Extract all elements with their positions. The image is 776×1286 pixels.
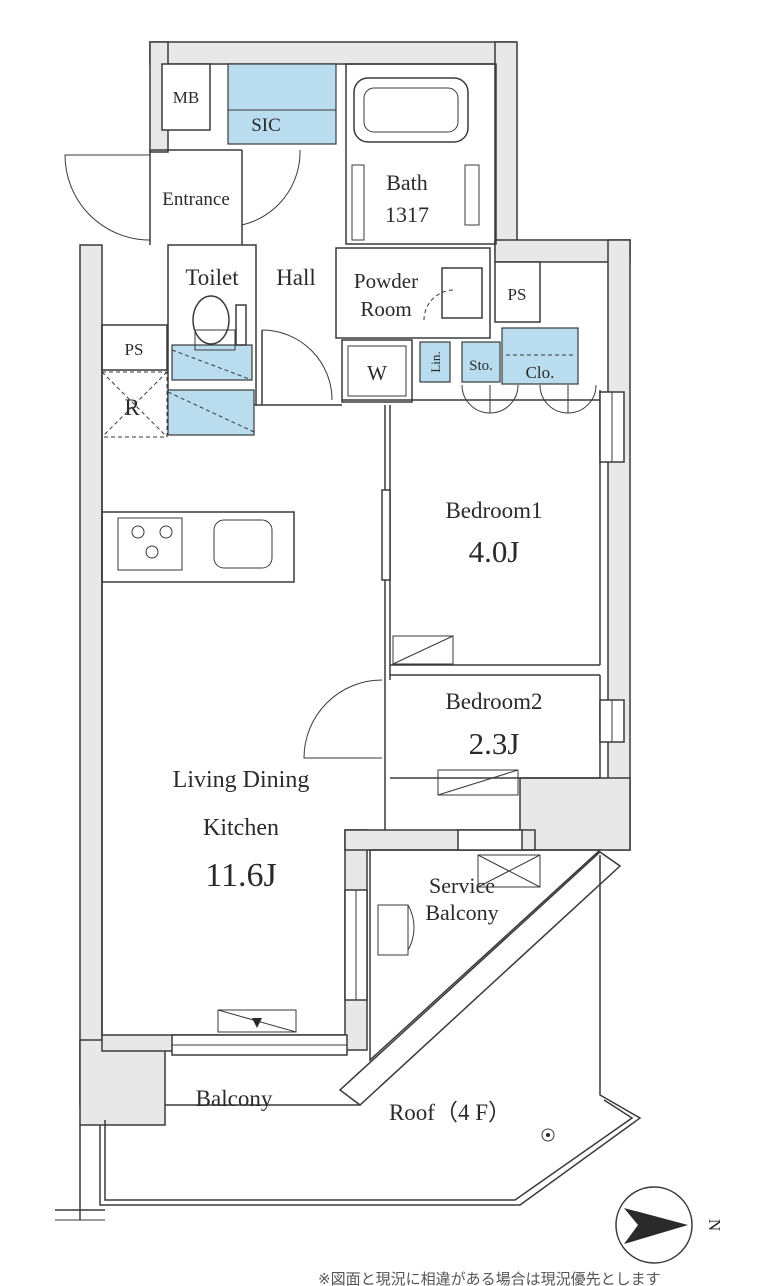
label-bedroom2-size: 2.3J — [469, 726, 520, 761]
ps-upper-box — [494, 261, 541, 323]
powder-room — [335, 247, 491, 339]
sto-closet — [461, 341, 501, 383]
label-bedroom1: Bedroom1 — [445, 498, 542, 523]
label-bath: Bath — [386, 170, 428, 195]
label-bedroom2: Bedroom2 — [445, 689, 542, 714]
label-bath-size: 1317 — [385, 202, 429, 227]
label-service-balcony-2: Balcony — [425, 900, 498, 925]
label-sic: SIC — [251, 115, 281, 136]
label-sto: Sto. — [469, 358, 493, 374]
w-closet — [341, 339, 413, 403]
toilet-area — [167, 244, 333, 406]
bathtub — [345, 63, 497, 245]
entrance-door — [64, 149, 301, 245]
upper-utility — [161, 63, 337, 145]
label-ldk-size: 11.6J — [205, 857, 276, 894]
label-roof: Roof（4 F） — [389, 1100, 511, 1125]
kitchen-counter — [101, 511, 295, 583]
label-service-balcony-1: Service — [429, 873, 495, 898]
label-powder-room-2: Room — [360, 297, 411, 321]
windows-right — [599, 391, 625, 743]
label-ps-left: PS — [125, 340, 144, 359]
label-clo: Clo. — [526, 363, 555, 382]
label-balcony: Balcony — [196, 1086, 273, 1111]
label-r: R — [124, 395, 140, 420]
service-balcony — [338, 829, 622, 1106]
label-powder-room-1: Powder — [354, 269, 418, 293]
clo-closet — [501, 327, 579, 385]
label-ps-upper: PS — [508, 285, 527, 304]
lin-closet — [419, 341, 451, 383]
label-w: W — [367, 361, 387, 385]
label-hall: Hall — [276, 265, 316, 290]
compass-north-label: N — [705, 1219, 724, 1231]
label-ldk-1: Living Dining — [173, 767, 310, 793]
label-mb: MB — [173, 88, 199, 107]
refrigerator-space — [101, 371, 255, 438]
outer-walls — [79, 41, 631, 1126]
ldk-window — [171, 1009, 348, 1056]
label-bedroom1-size: 4.0J — [469, 534, 520, 569]
bedroom-markers — [303, 489, 519, 796]
footnote: ※図面と現況に相違がある場合は現況優先とします — [318, 1270, 661, 1286]
label-lin: Lin. — [428, 351, 443, 372]
compass: N — [615, 1186, 724, 1264]
label-toilet: Toilet — [185, 265, 239, 290]
label-entrance: Entrance — [162, 189, 230, 210]
label-ldk-2: Kitchen — [203, 815, 279, 841]
balcony-roof — [55, 855, 642, 1221]
